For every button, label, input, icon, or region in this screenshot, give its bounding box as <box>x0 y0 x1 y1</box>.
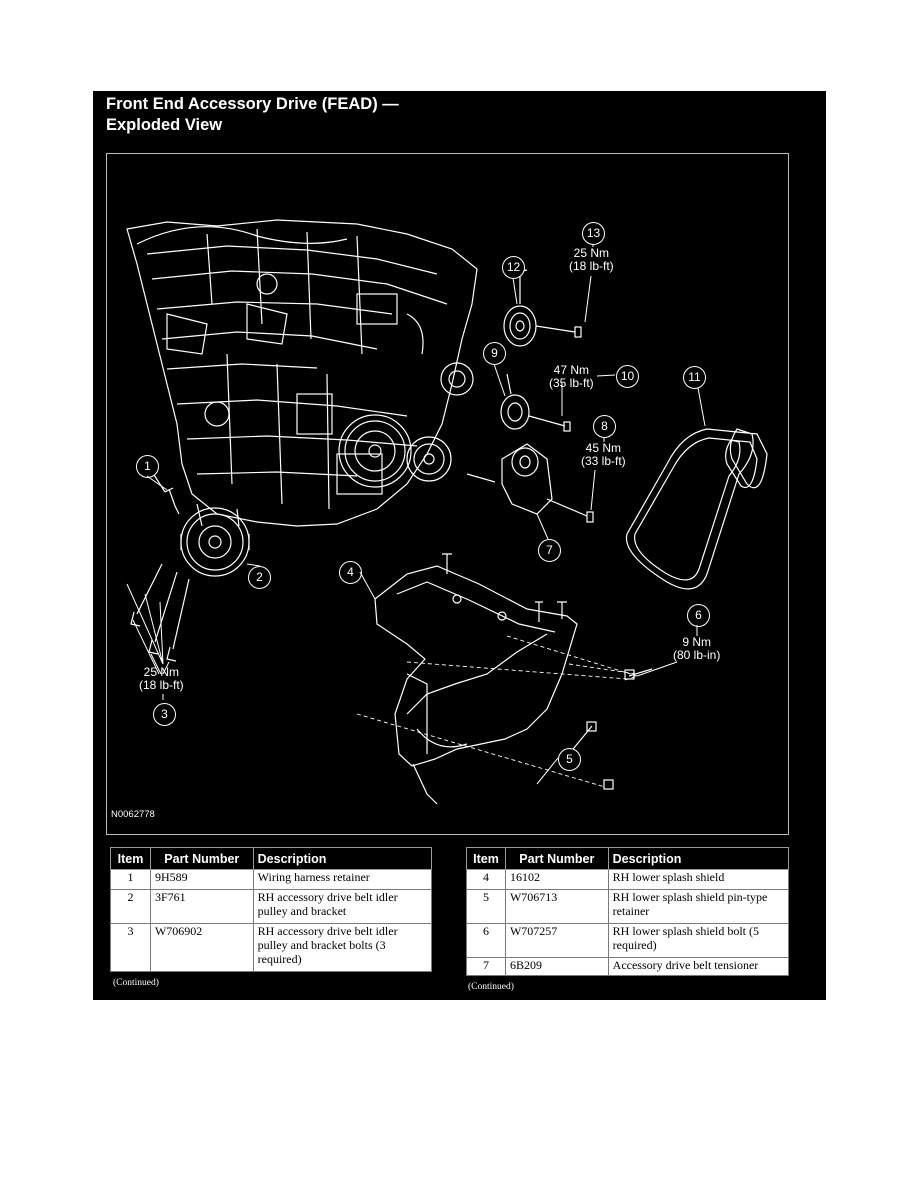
title-line-1: Front End Accessory Drive (FEAD) — <box>106 95 399 113</box>
table-row: 7 6B209 Accessory drive belt tensioner <box>466 957 790 976</box>
table-row: 5 W706713 RH lower splash shield pin-typ… <box>466 889 790 924</box>
item-cell: 2 <box>110 889 151 924</box>
parts-table-left: Item Part Number Description 1 9H589 Wir… <box>110 847 433 972</box>
item-cell: 1 <box>110 869 151 890</box>
callout-10: 10 <box>616 365 639 388</box>
torque-label-13: 25 Nm(18 lb-ft) <box>569 246 614 273</box>
table-row: 4 16102 RH lower splash shield <box>466 869 790 890</box>
idler-pulley-2-drawing <box>180 507 250 577</box>
splash-shield-4-drawing <box>374 553 578 805</box>
tensioner-7-drawing <box>466 443 594 523</box>
belt-11-drawing <box>625 428 768 590</box>
table-row: 3 W706902 RH accessory drive belt idler … <box>110 923 433 972</box>
part-number-cell: W707257 <box>504 923 609 958</box>
description-cell: RH lower splash shield pin-type retainer <box>607 889 790 924</box>
col-header-item: Item <box>110 847 151 870</box>
col-header-part-number: Part Number <box>504 847 609 870</box>
part-number-cell: 3F761 <box>149 889 254 924</box>
item-cell: 6 <box>466 923 506 958</box>
callout-3: 3 <box>153 703 176 726</box>
figure-panel: Front End Accessory Drive (FEAD) — Explo… <box>93 91 826 1000</box>
item-cell: 7 <box>466 957 506 976</box>
callout-6: 6 <box>687 604 710 627</box>
idler-pulley-9-drawing <box>500 373 571 432</box>
callout-11: 11 <box>683 366 706 389</box>
continued-note-left: (Continued) <box>113 978 159 988</box>
callout-13: 13 <box>582 222 605 245</box>
title-line-2: Exploded View <box>106 116 223 134</box>
description-cell: RH accessory drive belt idler pulley and… <box>252 923 433 972</box>
callout-8: 8 <box>593 415 616 438</box>
figure-id: N0062778 <box>111 809 155 820</box>
col-header-description: Description <box>607 847 790 870</box>
continued-note-right: (Continued) <box>468 982 514 992</box>
part-number-cell: W706713 <box>504 889 609 924</box>
part-number-cell: 16102 <box>504 869 609 890</box>
parts-table-right: Item Part Number Description 4 16102 RH … <box>466 847 790 976</box>
table-row: 2 3F761 RH accessory drive belt idler pu… <box>110 889 433 924</box>
torque-label-3: 25 Nm(18 lb-ft) <box>139 665 184 692</box>
item-cell: 3 <box>110 923 151 972</box>
callout-2: 2 <box>248 566 271 589</box>
callout-12: 12 <box>502 256 525 279</box>
description-cell: RH lower splash shield <box>607 869 790 890</box>
part-number-cell: 9H589 <box>149 869 254 890</box>
description-cell: RH lower splash shield bolt (5 required) <box>607 923 790 958</box>
col-header-item: Item <box>466 847 506 870</box>
part-number-cell: W706902 <box>149 923 254 972</box>
callout-4: 4 <box>339 561 362 584</box>
part-number-cell: 6B209 <box>504 957 609 976</box>
exploded-view-illustration: 1 2 3 4 5 6 7 8 9 10 11 12 13 25 Nm(18 l… <box>106 153 789 835</box>
exploded-view-drawing <box>126 219 768 805</box>
bolts-3-drawing <box>130 563 190 675</box>
callout-5: 5 <box>558 748 581 771</box>
torque-label-8: 45 Nm(33 lb-ft) <box>581 441 626 468</box>
crank-pulley-drawing <box>338 362 474 488</box>
callout-1: 1 <box>136 455 159 478</box>
fasteners-5-6-drawing <box>356 635 638 788</box>
callout-7: 7 <box>538 539 561 562</box>
page-title: Front End Accessory Drive (FEAD) — Explo… <box>106 94 399 136</box>
description-cell: Accessory drive belt tensioner <box>607 957 790 976</box>
col-header-description: Description <box>252 847 433 870</box>
callout-9: 9 <box>483 342 506 365</box>
torque-label-6: 9 Nm(80 lb-in) <box>673 635 721 662</box>
torque-label-10: 47 Nm(35 lb-ft) <box>549 363 594 390</box>
engine-block-drawing <box>126 219 478 527</box>
description-cell: RH accessory drive belt idler pulley and… <box>252 889 433 924</box>
item-cell: 4 <box>466 869 506 890</box>
table-row: 1 9H589 Wiring harness retainer <box>110 869 433 890</box>
idler-pulley-12-drawing <box>503 269 582 347</box>
col-header-part-number: Part Number <box>149 847 254 870</box>
description-cell: Wiring harness retainer <box>252 869 433 890</box>
item-cell: 5 <box>466 889 506 924</box>
table-row: 6 W707257 RH lower splash shield bolt (5… <box>466 923 790 958</box>
